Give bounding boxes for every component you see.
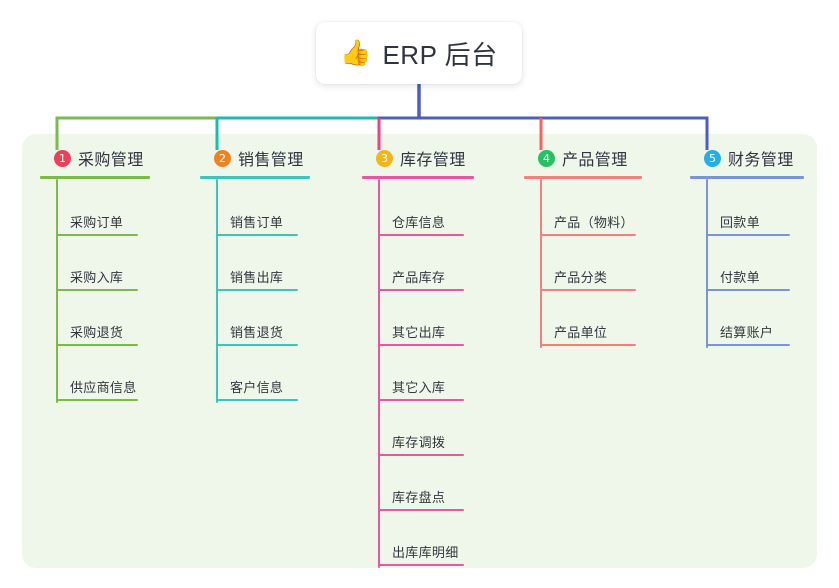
branch-title: 产品管理 (562, 152, 628, 169)
branch-spine (378, 179, 380, 568)
branch-title: 采购管理 (78, 152, 144, 169)
branch-leaf[interactable]: 销售出库 (200, 257, 312, 291)
branch-number-badge: 3 (376, 149, 393, 167)
branch-column-1: 1 采购管理采购订单采购入库采购退货供应商信息 (40, 146, 150, 403)
branch-title: 库存管理 (400, 152, 466, 169)
branch-spine (706, 179, 708, 348)
branch-leaf-rule (378, 454, 464, 456)
branch-header-4[interactable]: 4 产品管理 (524, 146, 628, 170)
branch-leaf[interactable]: 其它出库 (362, 312, 478, 346)
branch-leaf-label: 产品（物料） (554, 215, 634, 230)
branch-leaf-rule (378, 234, 464, 236)
branch-leaf-label: 采购订单 (70, 215, 124, 230)
branch-leaf[interactable]: 产品单位 (524, 312, 650, 346)
branch-title: 销售管理 (238, 152, 304, 169)
root-node[interactable]: 👍 ERP 后台 (316, 22, 522, 84)
branch-leaf-label: 销售退货 (230, 325, 284, 340)
branch-leaf-rule (540, 344, 636, 346)
branch-spine (56, 179, 58, 403)
branch-leaf-label: 库存盘点 (392, 490, 446, 505)
branch-leaf-label: 产品库存 (392, 270, 446, 285)
root-node-title: ERP 后台 (382, 39, 498, 70)
branch-leaf[interactable]: 出库库明细 (362, 532, 478, 566)
branch-leaf-rule (378, 564, 464, 566)
thumbs-up-icon: 👍 (340, 38, 372, 67)
branch-leaf-label: 产品分类 (554, 270, 608, 285)
branch-leaf-label: 结算账户 (720, 325, 774, 340)
branch-column-3: 3 库存管理仓库信息产品库存其它出库其它入库库存调拨库存盘点出库库明细 (362, 146, 474, 568)
branch-spine (540, 179, 542, 348)
branch-leaf-rule (56, 289, 138, 291)
branch-leaf-rule (378, 399, 464, 401)
branch-leaf[interactable]: 客户信息 (200, 367, 312, 401)
branch-number-badge: 1 (54, 149, 71, 167)
branch-leaf-rule (56, 344, 138, 346)
branch-leaf-rule (378, 344, 464, 346)
branch-leaf-rule (56, 234, 138, 236)
branch-leaf[interactable]: 产品分类 (524, 257, 650, 291)
branch-leaf-label: 其它入库 (392, 380, 446, 395)
branch-leaf-label: 其它出库 (392, 325, 446, 340)
branch-leaf-label: 采购退货 (70, 325, 124, 340)
branch-leaf[interactable]: 库存盘点 (362, 477, 478, 511)
branch-number-badge: 5 (704, 149, 721, 167)
branch-number-badge: 2 (214, 149, 231, 167)
branch-leaf-rule (706, 289, 790, 291)
branch-leaf[interactable]: 销售退货 (200, 312, 312, 346)
branch-leaf[interactable]: 销售订单 (200, 202, 312, 236)
branch-header-rule (524, 176, 642, 179)
branch-header-2[interactable]: 2 销售管理 (200, 146, 304, 170)
branch-leaf-label: 采购入库 (70, 270, 124, 285)
branch-header-rule (362, 176, 474, 179)
branch-leaf[interactable]: 结算账户 (690, 312, 804, 346)
branch-leaf-rule (56, 399, 138, 401)
branch-column-5: 5 财务管理回款单付款单结算账户 (690, 146, 804, 348)
branch-column-4: 4 产品管理产品（物料） 产品分类产品单位 (524, 146, 642, 348)
branch-spine (216, 179, 218, 403)
branch-leaf-label: 供应商信息 (70, 380, 137, 395)
branch-header-5[interactable]: 5 财务管理 (690, 146, 794, 170)
branch-header-3[interactable]: 3 库存管理 (362, 146, 466, 170)
branch-leaf[interactable]: 产品（物料） (524, 202, 650, 236)
branch-leaf[interactable]: 回款单 (690, 202, 804, 236)
branch-leaf-label: 客户信息 (230, 380, 284, 395)
branch-leaf-label: 付款单 (720, 270, 760, 285)
branch-column-2: 2 销售管理销售订单销售出库销售退货客户信息 (200, 146, 310, 403)
branch-leaf[interactable]: 采购入库 (40, 257, 152, 291)
branch-leaf-rule (378, 509, 464, 511)
branch-number-badge: 4 (538, 149, 555, 167)
branch-leaf-rule (216, 234, 298, 236)
branch-leaf[interactable]: 采购订单 (40, 202, 152, 236)
branch-leaf-rule (216, 399, 298, 401)
branch-leaf-label: 仓库信息 (392, 215, 446, 230)
branch-leaf[interactable]: 库存调拨 (362, 422, 478, 456)
branch-leaf[interactable]: 仓库信息 (362, 202, 478, 236)
branch-leaf-rule (216, 289, 298, 291)
branch-header-1[interactable]: 1 采购管理 (40, 146, 144, 170)
branch-leaf-rule (216, 344, 298, 346)
branch-leaf-label: 销售出库 (230, 270, 284, 285)
branch-leaf-rule (378, 289, 464, 291)
branch-leaf-label: 销售订单 (230, 215, 284, 230)
branch-leaf[interactable]: 供应商信息 (40, 367, 152, 401)
diagram-background-panel (22, 134, 817, 568)
branch-leaf-rule (706, 344, 790, 346)
branch-leaf[interactable]: 付款单 (690, 257, 804, 291)
branch-leaf-label: 出库库明细 (392, 545, 459, 560)
branch-header-rule (200, 176, 310, 179)
branch-leaf[interactable]: 采购退货 (40, 312, 152, 346)
branch-leaf-rule (540, 234, 636, 236)
branch-title: 财务管理 (728, 152, 794, 169)
branch-leaf-rule (706, 234, 790, 236)
branch-leaf-rule (540, 289, 636, 291)
branch-header-rule (40, 176, 150, 179)
branch-leaf-label: 库存调拨 (392, 435, 446, 450)
branch-leaf[interactable]: 产品库存 (362, 257, 478, 291)
branch-leaf-label: 产品单位 (554, 325, 608, 340)
branch-leaf[interactable]: 其它入库 (362, 367, 478, 401)
branch-header-rule (690, 176, 804, 179)
branch-leaf-label: 回款单 (720, 215, 760, 230)
